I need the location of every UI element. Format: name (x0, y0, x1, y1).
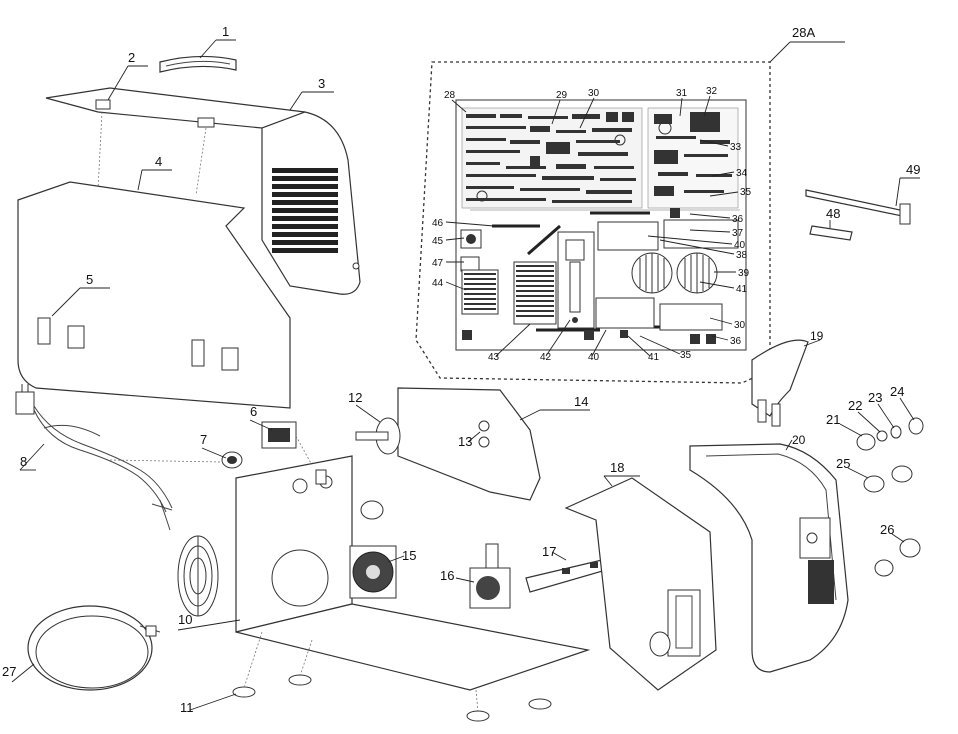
pcb-callout-39: 39 (738, 268, 750, 279)
callout-12: 12 (348, 390, 362, 405)
chassis-base (235, 455, 591, 691)
board-label: 28A (792, 25, 815, 40)
cable-gland (221, 451, 243, 469)
top-cover-plate (45, 87, 306, 129)
wire-feeder (469, 543, 511, 609)
pcb-callout-36b: 36 (730, 336, 742, 347)
carry-handle (159, 55, 237, 73)
front-panel (564, 477, 717, 691)
brackets (805, 189, 911, 241)
callout-17: 17 (542, 544, 556, 559)
pcb-callout-31: 31 (676, 88, 688, 99)
callout-18: 18 (610, 460, 624, 475)
callout-23: 23 (868, 390, 882, 405)
pcb-callout-34: 34 (736, 168, 748, 179)
welding-cable (27, 605, 161, 691)
power-switch (261, 421, 297, 449)
pcb-callout-41b: 41 (648, 352, 660, 363)
cooling-fan (349, 545, 397, 599)
callout-14: 14 (574, 394, 588, 409)
pcb-callout-43: 43 (488, 352, 500, 363)
pcb-callout-41a: 41 (736, 284, 748, 295)
pcb-callout-36a: 36 (732, 214, 744, 225)
pcb-callout-35b: 35 (680, 350, 692, 361)
callout-22: 22 (848, 398, 862, 413)
pcb-circuitry (460, 107, 740, 344)
pcb-leader-lines (445, 95, 739, 357)
pcb-callout-28: 28 (444, 90, 456, 101)
pcb-callout-46: 46 (432, 218, 444, 229)
callout-8: 8 (20, 454, 27, 469)
pcb-callout-38: 38 (736, 250, 748, 261)
callout-49: 49 (906, 162, 920, 177)
pcb-callout-42: 42 (540, 352, 552, 363)
callout-27: 27 (2, 664, 16, 679)
callout-7: 7 (200, 432, 207, 447)
inner-panel (397, 387, 541, 501)
fan-guard (177, 535, 219, 617)
callout-16: 16 (440, 568, 454, 583)
pcb-callout-32: 32 (706, 86, 718, 97)
pcb-callout-35a: 35 (740, 187, 752, 198)
connector-parts (856, 417, 924, 577)
power-cord (15, 384, 173, 531)
callout-20: 20 (792, 433, 806, 447)
callout-48: 48 (826, 206, 840, 221)
side-cover-left (17, 181, 291, 409)
callout-21: 21 (826, 412, 840, 427)
callout-26: 26 (880, 522, 894, 537)
pcb-callout-30b: 30 (734, 320, 746, 331)
callout-11: 11 (180, 700, 194, 715)
callout-24: 24 (890, 384, 904, 399)
callout-13: 13 (458, 434, 472, 449)
pcb-callout-numbers: 28 29 30 31 32 33 34 35 36 37 40 38 39 4… (432, 86, 752, 363)
callout-numbers: 1 2 3 4 5 6 7 8 10 11 12 13 14 15 16 17 … (2, 24, 920, 715)
callout-5: 5 (86, 272, 93, 287)
callout-4: 4 (155, 154, 162, 169)
callout-3: 3 (318, 76, 325, 91)
pcb-callout-47: 47 (432, 258, 444, 269)
pcb-callout-45: 45 (432, 236, 444, 247)
rubber-feet (232, 674, 552, 722)
pcb-callout-30a: 30 (588, 88, 600, 99)
callout-25: 25 (836, 456, 850, 471)
hinged-cover (751, 339, 809, 427)
callout-19: 19 (810, 329, 824, 343)
front-bezel (689, 443, 849, 673)
leader-lines (11, 39, 920, 711)
pcb-callout-37: 37 (732, 228, 744, 239)
side-cover-right (261, 111, 361, 295)
pcb-callout-40b: 40 (588, 352, 600, 363)
callout-15: 15 (402, 548, 416, 563)
pcb-callout-40a: 40 (734, 240, 746, 251)
gland-connector (360, 500, 384, 520)
spool-holder (355, 417, 401, 455)
callout-10: 10 (178, 612, 192, 627)
pcb-callout-44: 44 (432, 278, 444, 289)
callout-2: 2 (128, 50, 135, 65)
callout-6: 6 (250, 404, 257, 419)
pcb-callout-33: 33 (730, 142, 742, 153)
feeder-bracket (525, 559, 607, 593)
pcb-assembly: 28A (415, 25, 845, 384)
vent-grille (272, 168, 338, 253)
callout-1: 1 (222, 24, 229, 39)
pcb-callout-29: 29 (556, 90, 568, 101)
